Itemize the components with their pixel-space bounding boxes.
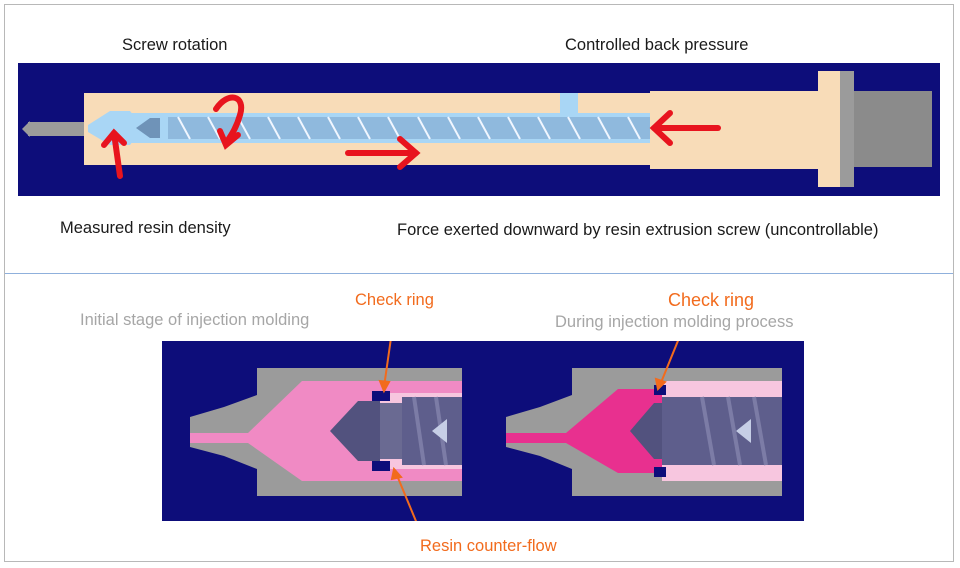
screw-flights (177, 116, 641, 140)
arrow-screw-rotation (213, 94, 245, 150)
figure-frame (4, 4, 954, 562)
screw-tip (136, 118, 160, 138)
flange-ring (840, 71, 854, 187)
resin-tip (88, 111, 143, 145)
nozzle-tip (28, 122, 84, 136)
flange (818, 71, 840, 187)
label-measured-resin-density: Measured resin density (60, 219, 231, 237)
label-controlled-back-pressure: Controlled back pressure (565, 36, 749, 54)
motor-block (854, 91, 932, 167)
arrow-screw-travel (345, 136, 421, 170)
check-ring-diagram (162, 341, 804, 521)
label-screw-rotation: Screw rotation (122, 36, 228, 54)
label-initial-stage: Initial stage of injection molding (80, 311, 310, 329)
arrow-resin-density (101, 128, 127, 179)
screw-shaft (168, 117, 653, 139)
label-during-process: During injection molding process (555, 313, 794, 331)
hopper-port (560, 93, 578, 113)
nozzle-point (22, 121, 30, 137)
arrow-back-pressure (649, 110, 721, 146)
initial-stage-assembly (190, 368, 462, 496)
label-check-ring-left: Check ring (355, 291, 434, 309)
section-divider (5, 273, 953, 274)
label-resin-counter-flow: Resin counter-flow (420, 537, 557, 555)
extruder-diagram (18, 63, 940, 196)
during-process-assembly (506, 368, 782, 496)
label-force-exerted: Force exerted downward by resin extrusio… (397, 221, 879, 239)
check-ring-pointers (378, 341, 679, 521)
label-check-ring-right: Check ring (668, 290, 755, 310)
